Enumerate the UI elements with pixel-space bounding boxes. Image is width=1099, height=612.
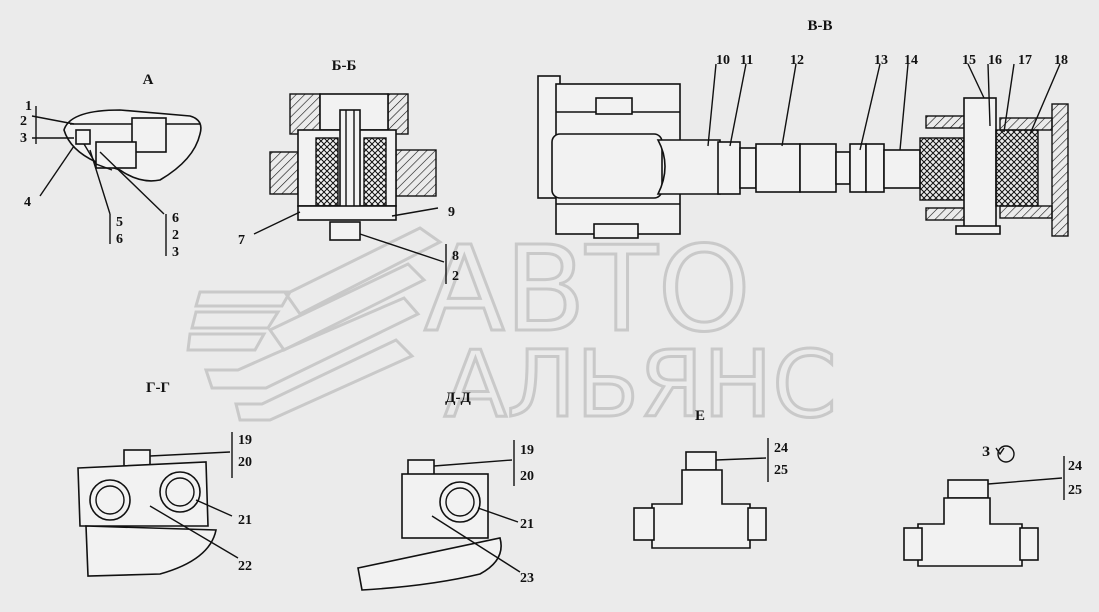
callout-14: 14 bbox=[904, 53, 918, 68]
callout-4: 4 bbox=[24, 195, 31, 210]
callout-6b: 6 bbox=[172, 211, 179, 226]
view-gg-title: Г-Г bbox=[146, 380, 170, 396]
callout-2c: 2 bbox=[452, 269, 459, 284]
rotation-arrow-icon bbox=[995, 445, 1015, 463]
callout-13: 13 bbox=[874, 53, 888, 68]
callout-2b: 2 bbox=[172, 228, 179, 243]
callout-20b: 20 bbox=[520, 469, 534, 484]
view-z-title: З bbox=[982, 444, 990, 460]
callout-8: 8 bbox=[452, 249, 459, 264]
watermark: АВТО АЛЬЯНС bbox=[186, 219, 838, 440]
callout-19a: 19 bbox=[238, 433, 252, 448]
view-bb: Б-Б 7 9 8 2 bbox=[238, 58, 459, 284]
chevron-logo-icon bbox=[186, 226, 443, 422]
view-dd-title: Д-Д bbox=[445, 390, 471, 406]
view-gg: Г-Г 19 20 21 22 bbox=[77, 380, 252, 577]
callout-15: 15 bbox=[962, 53, 976, 68]
view-z: З 24 25 bbox=[903, 444, 1082, 567]
callout-6a: 6 bbox=[116, 232, 123, 247]
callout-2: 2 bbox=[20, 114, 27, 129]
callout-9: 9 bbox=[448, 205, 455, 220]
callout-24a: 24 bbox=[774, 441, 788, 456]
callout-23: 23 bbox=[520, 571, 534, 586]
view-bb-title: Б-Б bbox=[332, 58, 357, 74]
view-a: А 1 2 3 4 5 6 6 2 3 bbox=[20, 72, 202, 260]
callout-3: 3 bbox=[20, 131, 27, 146]
callout-7: 7 bbox=[238, 233, 245, 248]
view-dd: Д-Д 19 20 21 23 bbox=[357, 390, 534, 591]
callout-21a: 21 bbox=[238, 513, 252, 528]
view-vv-title: В-В bbox=[807, 18, 832, 34]
callout-21b: 21 bbox=[520, 517, 534, 532]
callout-25b: 25 bbox=[1068, 483, 1082, 498]
view-e: Е 24 25 bbox=[633, 408, 788, 549]
callout-25a: 25 bbox=[774, 463, 788, 478]
callout-5: 5 bbox=[116, 215, 123, 230]
callout-20a: 20 bbox=[238, 455, 252, 470]
callout-17: 17 bbox=[1018, 53, 1032, 68]
view-e-title: Е bbox=[695, 408, 705, 424]
callout-22: 22 bbox=[238, 559, 252, 574]
watermark-line2: АЛЬЯНС bbox=[444, 331, 837, 438]
watermark-line1: АВТО bbox=[424, 220, 751, 358]
view-a-title: А bbox=[143, 72, 154, 88]
callout-12: 12 bbox=[790, 53, 804, 68]
callout-16: 16 bbox=[988, 53, 1002, 68]
callout-10: 10 bbox=[716, 53, 730, 68]
callout-19b: 19 bbox=[520, 443, 534, 458]
callout-1: 1 bbox=[25, 99, 32, 114]
callout-3b: 3 bbox=[172, 245, 179, 260]
view-vv: В-В 10 11 12 13 14 15 16 17 18 bbox=[537, 18, 1069, 239]
callout-11: 11 bbox=[740, 53, 753, 68]
callout-24b: 24 bbox=[1068, 459, 1082, 474]
callout-18: 18 bbox=[1054, 53, 1068, 68]
